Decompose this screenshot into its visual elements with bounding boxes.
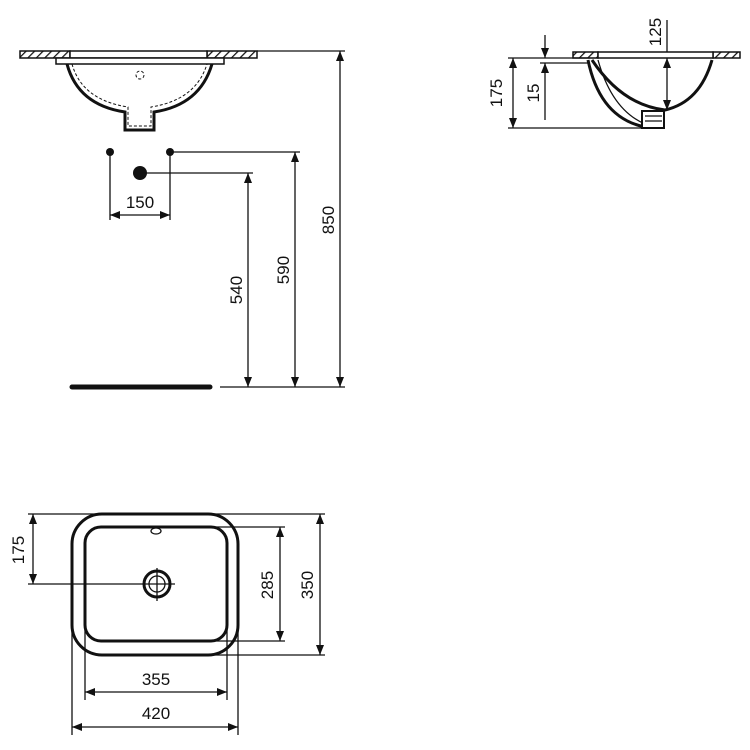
dim-inner-depth: 285: [258, 571, 277, 599]
overflow-hole: [135, 70, 145, 80]
dim-bowl-depth: 125: [646, 18, 665, 46]
countertop-left: [19, 50, 71, 59]
dim-supply-height: 590: [274, 256, 293, 284]
basin-inner-dashed: [71, 63, 208, 127]
side-bowl-inner-line: [597, 59, 646, 125]
dim-waste-offset: 175: [9, 536, 28, 564]
basin-bowl: [65, 63, 214, 132]
side-countertop-right: [712, 51, 741, 59]
dim-total-depth: 175: [487, 79, 506, 107]
dim-outer-depth: 350: [298, 571, 317, 599]
dim-tap-spacing: 150: [126, 193, 154, 212]
countertop-right: [206, 50, 258, 59]
dim-rim-thickness: 15: [524, 84, 543, 103]
basin-rim: [55, 57, 225, 65]
dim-waste-height: 540: [227, 276, 246, 304]
side-waste: [641, 110, 665, 129]
overflow-hole-plan: [150, 527, 162, 535]
plan-view: 175 285 350 355 420: [9, 512, 325, 735]
dim-outer-width: 420: [142, 704, 170, 723]
front-view: 150 540 590 850: [19, 50, 345, 390]
side-countertop-cutout: [597, 51, 714, 59]
dim-inner-width: 355: [142, 670, 170, 689]
countertop-cutout: [69, 50, 208, 59]
dim-rim-height: 850: [319, 206, 338, 234]
side-view: 175 15 125: [487, 18, 741, 129]
side-countertop-left: [572, 51, 599, 59]
